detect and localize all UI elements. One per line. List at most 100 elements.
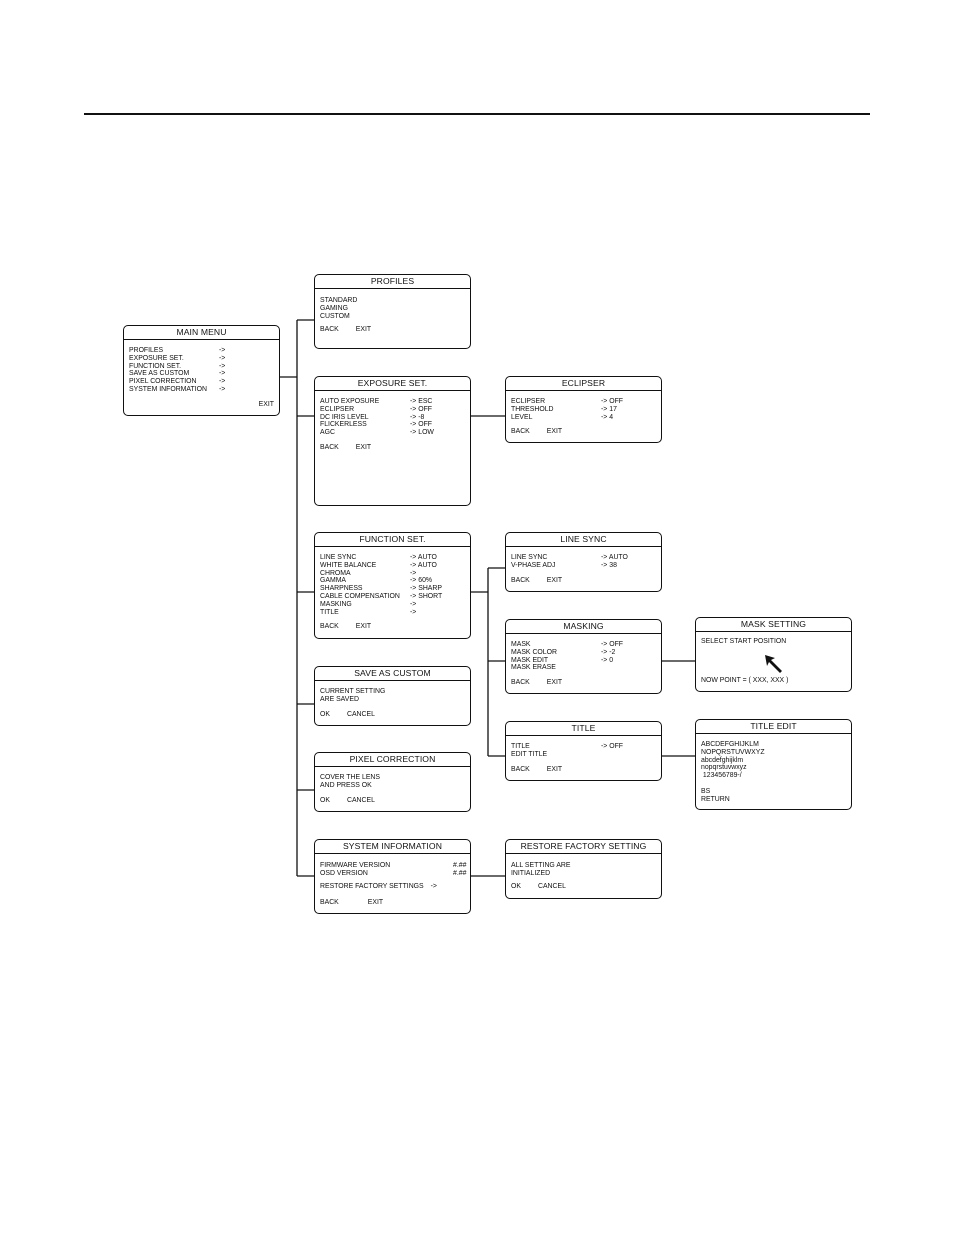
exposure-item-auto-exposure[interactable]: AUTO EXPOSURE-> ESC: [320, 398, 433, 405]
function-box: FUNCTION SET. LINE SYNC-> AUTO WHITE BAL…: [314, 532, 471, 639]
menu-item-save-custom[interactable]: SAVE AS CUSTOM->: [129, 370, 226, 378]
line-sync-box: LINE SYNC LINE SYNC-> AUTO V-PHASE ADJ->…: [505, 532, 662, 592]
main-menu-exit[interactable]: EXIT: [258, 401, 274, 408]
save-custom-line-1: CURRENT SETTING: [320, 688, 386, 695]
function-item-gamma[interactable]: GAMMA-> 60%: [320, 577, 433, 585]
exposure-item-agc[interactable]: AGC-> LOW: [320, 429, 434, 437]
pixel-correction-line-2: AND PRESS OK: [320, 781, 372, 789]
function-item-masking[interactable]: MASKING->: [320, 600, 417, 608]
system-info-exit[interactable]: EXIT: [367, 899, 384, 906]
mask-setting-box: MASK SETTING SELECT START POSITION NOW P…: [695, 617, 852, 692]
masking-back[interactable]: BACK: [511, 679, 530, 686]
function-item-white-balance[interactable]: WHITE BALANCE-> AUTO: [320, 561, 437, 569]
restore-factory-box: RESTORE FACTORY SETTING ALL SETTING ARE …: [505, 839, 662, 899]
profiles-title: PROFILES: [315, 275, 470, 289]
eclipser-box: ECLIPSER ECLIPSER-> OFF THRESHOLD-> 17 L…: [505, 376, 662, 443]
function-item-title[interactable]: TITLE->: [320, 608, 417, 616]
save-custom-cancel[interactable]: CANCEL: [346, 711, 375, 718]
profiles-back[interactable]: BACK: [320, 326, 339, 333]
title-edit-uppercase-1[interactable]: ABCDEFGHIJKLM: [701, 741, 759, 748]
exposure-box: EXPOSURE SET. AUTO EXPOSURE-> ESC ECLIPS…: [314, 376, 471, 506]
title-edit-bs[interactable]: BS: [701, 787, 711, 795]
exposure-title: EXPOSURE SET.: [315, 377, 470, 391]
masking-title: MASKING: [506, 620, 661, 634]
title-edit-title: TITLE EDIT: [696, 720, 851, 734]
function-item-cable-compensation[interactable]: CABLE COMPENSATION-> SHORT: [320, 592, 443, 600]
pixel-correction-cancel[interactable]: CANCEL: [346, 797, 375, 804]
menu-item-exposure[interactable]: EXPOSURE SET.->: [129, 354, 226, 362]
system-info-back[interactable]: BACK: [320, 899, 339, 906]
profile-standard[interactable]: STANDARD: [320, 297, 358, 304]
exposure-item-flickerless[interactable]: FLICKERLESS-> OFF: [320, 421, 433, 429]
function-item-sharpness[interactable]: SHARPNESS-> SHARP: [320, 585, 442, 593]
main-menu-title: MAIN MENU: [124, 326, 279, 340]
restore-factory-cancel[interactable]: CANCEL: [537, 883, 566, 890]
masking-item-mask[interactable]: MASK-> OFF: [511, 641, 624, 648]
pixel-correction-box: PIXEL CORRECTION COVER THE LENS AND PRES…: [314, 752, 471, 812]
cursor-arrow-icon: [765, 655, 782, 673]
masking-box: MASKING MASK-> OFF MASK COLOR-> -2 MASK …: [505, 619, 662, 694]
mask-setting-title: MASK SETTING: [696, 618, 851, 632]
function-exit[interactable]: EXIT: [355, 623, 372, 630]
eclipser-back[interactable]: BACK: [511, 428, 530, 435]
system-info-firmware: FIRMWARE VERSION#.##: [320, 862, 467, 869]
title-menu-item-edit-title[interactable]: EDIT TITLE: [511, 750, 548, 758]
mask-setting-now-point: NOW POINT = ( XXX, XXX ): [701, 677, 789, 684]
title-edit-uppercase-2[interactable]: NOPQRSTUVWXYZ: [701, 748, 765, 756]
title-menu-title: TITLE: [506, 722, 661, 736]
restore-factory-title: RESTORE FACTORY SETTING: [506, 840, 661, 854]
eclipser-item-level[interactable]: LEVEL-> 4: [511, 413, 614, 421]
menu-item-pixel-correction[interactable]: PIXEL CORRECTION->: [129, 378, 226, 386]
title-edit-digits[interactable]: 123456789-/: [701, 772, 742, 780]
masking-item-mask-erase[interactable]: MASK ERASE: [511, 664, 556, 672]
header-rule: [84, 113, 870, 115]
pixel-correction-title: PIXEL CORRECTION: [315, 753, 470, 767]
line-sync-back[interactable]: BACK: [511, 577, 530, 584]
profiles-exit[interactable]: EXIT: [355, 326, 372, 333]
menu-item-function[interactable]: FUNCTION SET.->: [129, 362, 226, 370]
function-item-line-sync[interactable]: LINE SYNC-> AUTO: [320, 554, 437, 561]
title-menu-exit[interactable]: EXIT: [546, 766, 563, 773]
restore-factory-ok[interactable]: OK: [511, 883, 521, 890]
system-info-title: SYSTEM INFORMATION: [315, 840, 470, 854]
function-item-chroma[interactable]: CHROMA->: [320, 569, 417, 577]
system-info-restore-row[interactable]: RESTORE FACTORY SETTINGS->: [320, 883, 437, 890]
title-menu-item-title[interactable]: TITLE-> OFF: [511, 743, 624, 750]
title-edit-return[interactable]: RETURN: [701, 795, 730, 803]
exposure-back[interactable]: BACK: [320, 444, 339, 451]
line-sync-item-line-sync[interactable]: LINE SYNC-> AUTO: [511, 554, 628, 561]
mask-setting-instruction: SELECT START POSITION: [701, 638, 787, 645]
profile-gaming[interactable]: GAMING: [320, 304, 348, 312]
save-custom-ok[interactable]: OK: [320, 711, 330, 718]
save-custom-title: SAVE AS CUSTOM: [315, 667, 470, 681]
function-title: FUNCTION SET.: [315, 533, 470, 547]
eclipser-title: ECLIPSER: [506, 377, 661, 391]
line-sync-exit[interactable]: EXIT: [546, 577, 563, 584]
exposure-exit[interactable]: EXIT: [355, 444, 372, 451]
title-menu-back[interactable]: BACK: [511, 766, 530, 773]
exposure-item-eclipser[interactable]: ECLIPSER-> OFF: [320, 405, 433, 413]
menu-item-system-info[interactable]: SYSTEM INFORMATION->: [129, 385, 226, 393]
pixel-correction-ok[interactable]: OK: [320, 797, 330, 804]
profile-custom[interactable]: CUSTOM: [320, 312, 350, 320]
masking-exit[interactable]: EXIT: [546, 679, 563, 686]
exposure-item-dc-iris[interactable]: DC IRIS LEVEL-> -8: [320, 413, 425, 421]
title-edit-lowercase-2[interactable]: nopqrstuvwxyz: [701, 764, 747, 772]
eclipser-exit[interactable]: EXIT: [546, 428, 563, 435]
main-menu-box: MAIN MENU PROFILES-> EXPOSURE SET.-> FUN…: [123, 325, 280, 416]
masking-item-mask-edit[interactable]: MASK EDIT-> 0: [511, 656, 614, 664]
save-custom-line-2: ARE SAVED: [320, 695, 359, 703]
eclipser-item-threshold[interactable]: THRESHOLD-> 17: [511, 405, 617, 413]
pixel-correction-line-1: COVER THE LENS: [320, 774, 380, 781]
system-info-osd: OSD VERSION#.##: [320, 869, 467, 877]
restore-factory-line-2: INITIALIZED: [511, 869, 551, 877]
title-edit-lowercase-1[interactable]: abcdefghijklm: [701, 756, 744, 764]
function-back[interactable]: BACK: [320, 623, 339, 630]
line-sync-item-v-phase[interactable]: V-PHASE ADJ-> 38: [511, 561, 617, 569]
line-sync-title: LINE SYNC: [506, 533, 661, 547]
masking-item-mask-color[interactable]: MASK COLOR-> -2: [511, 648, 616, 656]
title-menu-box: TITLE TITLE-> OFF EDIT TITLE BACK EXIT: [505, 721, 662, 781]
menu-item-profiles[interactable]: PROFILES->: [129, 347, 226, 354]
eclipser-item-eclipser[interactable]: ECLIPSER-> OFF: [511, 398, 624, 405]
